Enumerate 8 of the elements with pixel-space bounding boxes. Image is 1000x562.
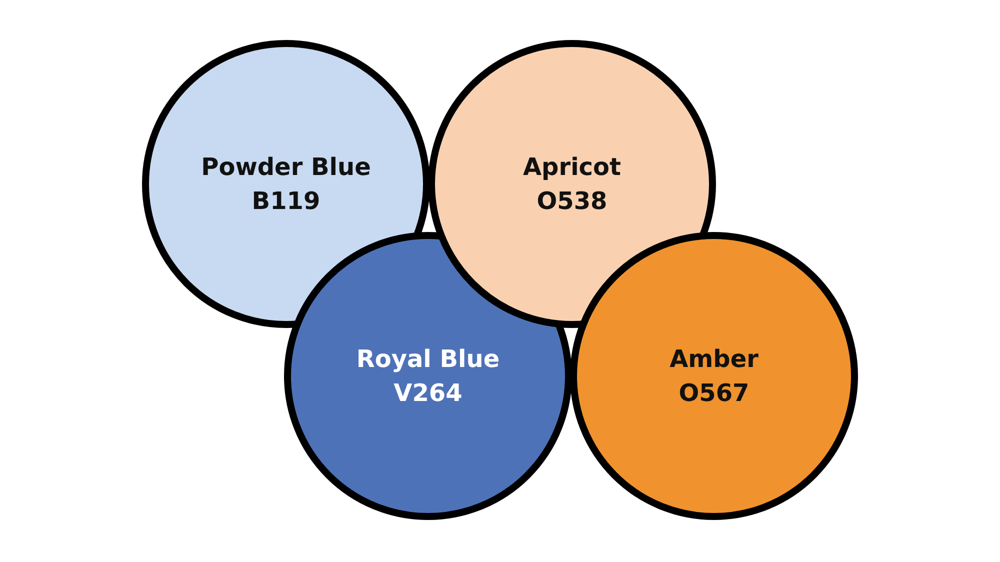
color-code: O538 [536,186,608,217]
color-name: Royal Blue [356,344,500,375]
color-code: O567 [678,378,750,409]
color-code: V264 [394,378,462,409]
color-name: Powder Blue [201,152,371,183]
color-code: B119 [252,186,320,217]
color-name: Apricot [522,152,621,183]
color-name: Amber [670,344,758,375]
